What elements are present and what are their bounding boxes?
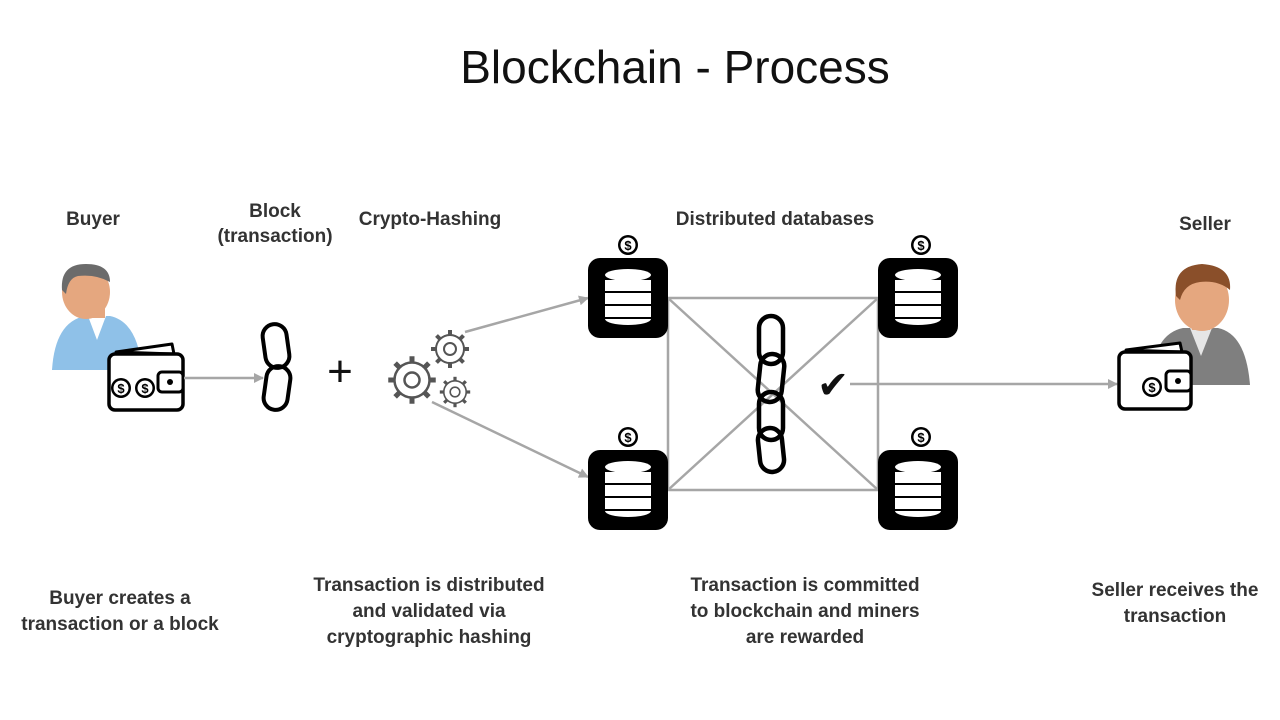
block-label: Block (transaction) [217, 201, 333, 247]
crypto-hashing-label: Crypto-Hashing [358, 209, 502, 230]
blockchain-chain-icon [755, 313, 787, 475]
check-icon: ✔ [817, 363, 849, 407]
diagram-title: Blockchain - Process [460, 41, 890, 93]
arrow-gears-to-db-top [464, 295, 589, 334]
gears-icon [388, 328, 472, 409]
buyer-description: Buyer creates a transaction or a block [21, 588, 219, 635]
database-icon-bottom-right [878, 427, 958, 530]
database-icon-top-left [588, 235, 668, 338]
arrow-gears-to-db-bottom [431, 400, 589, 479]
distributed-databases-label: Distributed databases [675, 209, 875, 230]
commit-description: Transaction is committed to blockchain a… [690, 575, 920, 648]
block-chain-icon [260, 322, 293, 412]
buyer-label: Buyer [66, 209, 120, 230]
seller-wallet-icon [1117, 341, 1193, 411]
buyer-wallet-icon [107, 342, 185, 412]
hashing-description: Transaction is distributed and validated… [313, 575, 545, 648]
plus-sign: + [327, 347, 353, 396]
seller-label: Seller [1179, 214, 1231, 235]
database-icon-bottom-left [588, 427, 668, 530]
seller-description: Seller receives the transaction [1091, 580, 1259, 627]
database-icon-top-right [878, 235, 958, 338]
